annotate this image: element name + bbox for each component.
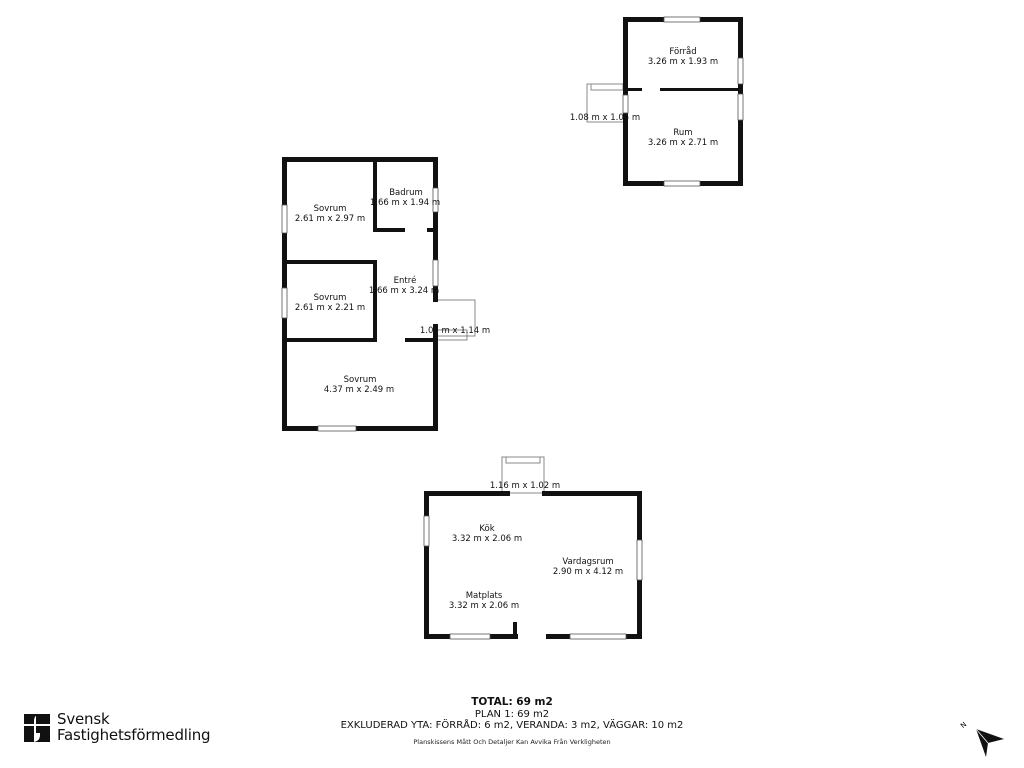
logo-mark-icon <box>24 714 50 742</box>
room-name-sovrum-1: Sovrum <box>314 204 347 214</box>
wall <box>513 622 517 636</box>
room-name-forrad: Förråd <box>669 46 696 57</box>
wall <box>287 260 377 264</box>
room-name-matplats: Matplats <box>466 591 503 601</box>
room-name-sovrum-2: Sovrum <box>314 293 347 303</box>
window <box>281 287 288 319</box>
building-forrad-rum: Förråd 3.26 m x 1.93 m Rum 3.26 m x 2.71… <box>570 16 744 187</box>
door-opening <box>405 228 427 232</box>
window <box>569 633 627 640</box>
room-size-kok: 3.32 m x 2.06 m <box>452 534 522 544</box>
logo-text: Svensk Fastighetsförmedling <box>57 710 211 744</box>
veranda-top-step <box>590 83 624 91</box>
excluded-area: EXKLUDERAD YTA: FÖRRÅD: 6 m2, VERANDA: 3… <box>340 720 684 731</box>
window <box>432 259 439 287</box>
building-bedrooms: Sovrum 2.61 m x 2.97 m Badrum 1.66 m x 1… <box>281 157 490 432</box>
wall <box>282 426 438 431</box>
wall <box>287 338 433 342</box>
room-name-sovrum-3: Sovrum <box>344 375 377 385</box>
room-size-badrum: 1.66 m x 1.94 m <box>370 198 440 208</box>
window <box>449 633 491 640</box>
door-opening <box>433 302 438 324</box>
room-size-sovrum-3: 4.37 m x 2.49 m <box>324 385 394 395</box>
veranda-bottom-step <box>505 456 541 464</box>
room-size-veranda-top: 1.08 m x 1.05 m <box>570 113 640 123</box>
room-size-matplats: 3.32 m x 2.06 m <box>449 601 519 611</box>
disclaimer: Planskissens Mått Och Detaljer Kan Avvik… <box>413 737 611 746</box>
room-size-vardagsrum: 2.90 m x 4.12 m <box>553 567 623 577</box>
compass-north-label: N <box>959 720 968 730</box>
logo-line-1: Svensk <box>57 710 110 728</box>
door-opening <box>622 94 629 114</box>
total-area: TOTAL: 69 m2 <box>471 696 553 708</box>
wall <box>433 157 438 431</box>
window <box>737 93 744 121</box>
window <box>281 204 288 234</box>
room-name-entre: Entré <box>394 275 417 286</box>
room-size-veranda-bottom: 1.16 m x 1.02 m <box>490 481 560 491</box>
logo: Svensk Fastighetsförmedling <box>22 711 222 745</box>
window <box>317 425 357 432</box>
wall <box>542 491 642 496</box>
window <box>663 180 701 187</box>
compass-icon: N <box>959 720 1004 757</box>
wall <box>424 491 510 496</box>
wall <box>373 162 377 232</box>
window <box>636 539 643 581</box>
wall <box>660 88 738 91</box>
room-size-forrad: 3.26 m x 1.93 m <box>648 57 718 67</box>
room-size-rum: 3.26 m x 2.71 m <box>648 138 718 148</box>
door-opening <box>377 338 405 342</box>
logo-line-2: Fastighetsförmedling <box>57 726 211 744</box>
wall <box>373 262 377 342</box>
window <box>423 515 430 547</box>
room-size-entre: 1.66 m x 3.24 m <box>369 286 439 296</box>
room-name-kok: Kök <box>479 524 494 534</box>
room-size-veranda-mid: 1.05 m x 1.14 m <box>420 326 490 336</box>
building-kitchen-living: Kök 3.32 m x 2.06 m Vardagsrum 2.90 m x … <box>423 456 643 640</box>
area-summary: TOTAL: 69 m2 PLAN 1: 69 m2 EXKLUDERAD YT… <box>312 696 712 748</box>
window <box>737 57 744 85</box>
wall <box>628 88 642 91</box>
wall <box>282 157 438 162</box>
plan-area: PLAN 1: 69 m2 <box>474 708 550 720</box>
room-name-badrum: Badrum <box>389 188 423 198</box>
room-name-vardagsrum: Vardagsrum <box>562 557 613 567</box>
window <box>432 187 439 213</box>
wall <box>424 491 429 639</box>
room-size-sovrum-1: 2.61 m x 2.97 m <box>295 214 365 224</box>
room-size-sovrum-2: 2.61 m x 2.21 m <box>295 303 365 313</box>
window <box>663 16 701 23</box>
room-name-rum: Rum <box>673 128 692 138</box>
